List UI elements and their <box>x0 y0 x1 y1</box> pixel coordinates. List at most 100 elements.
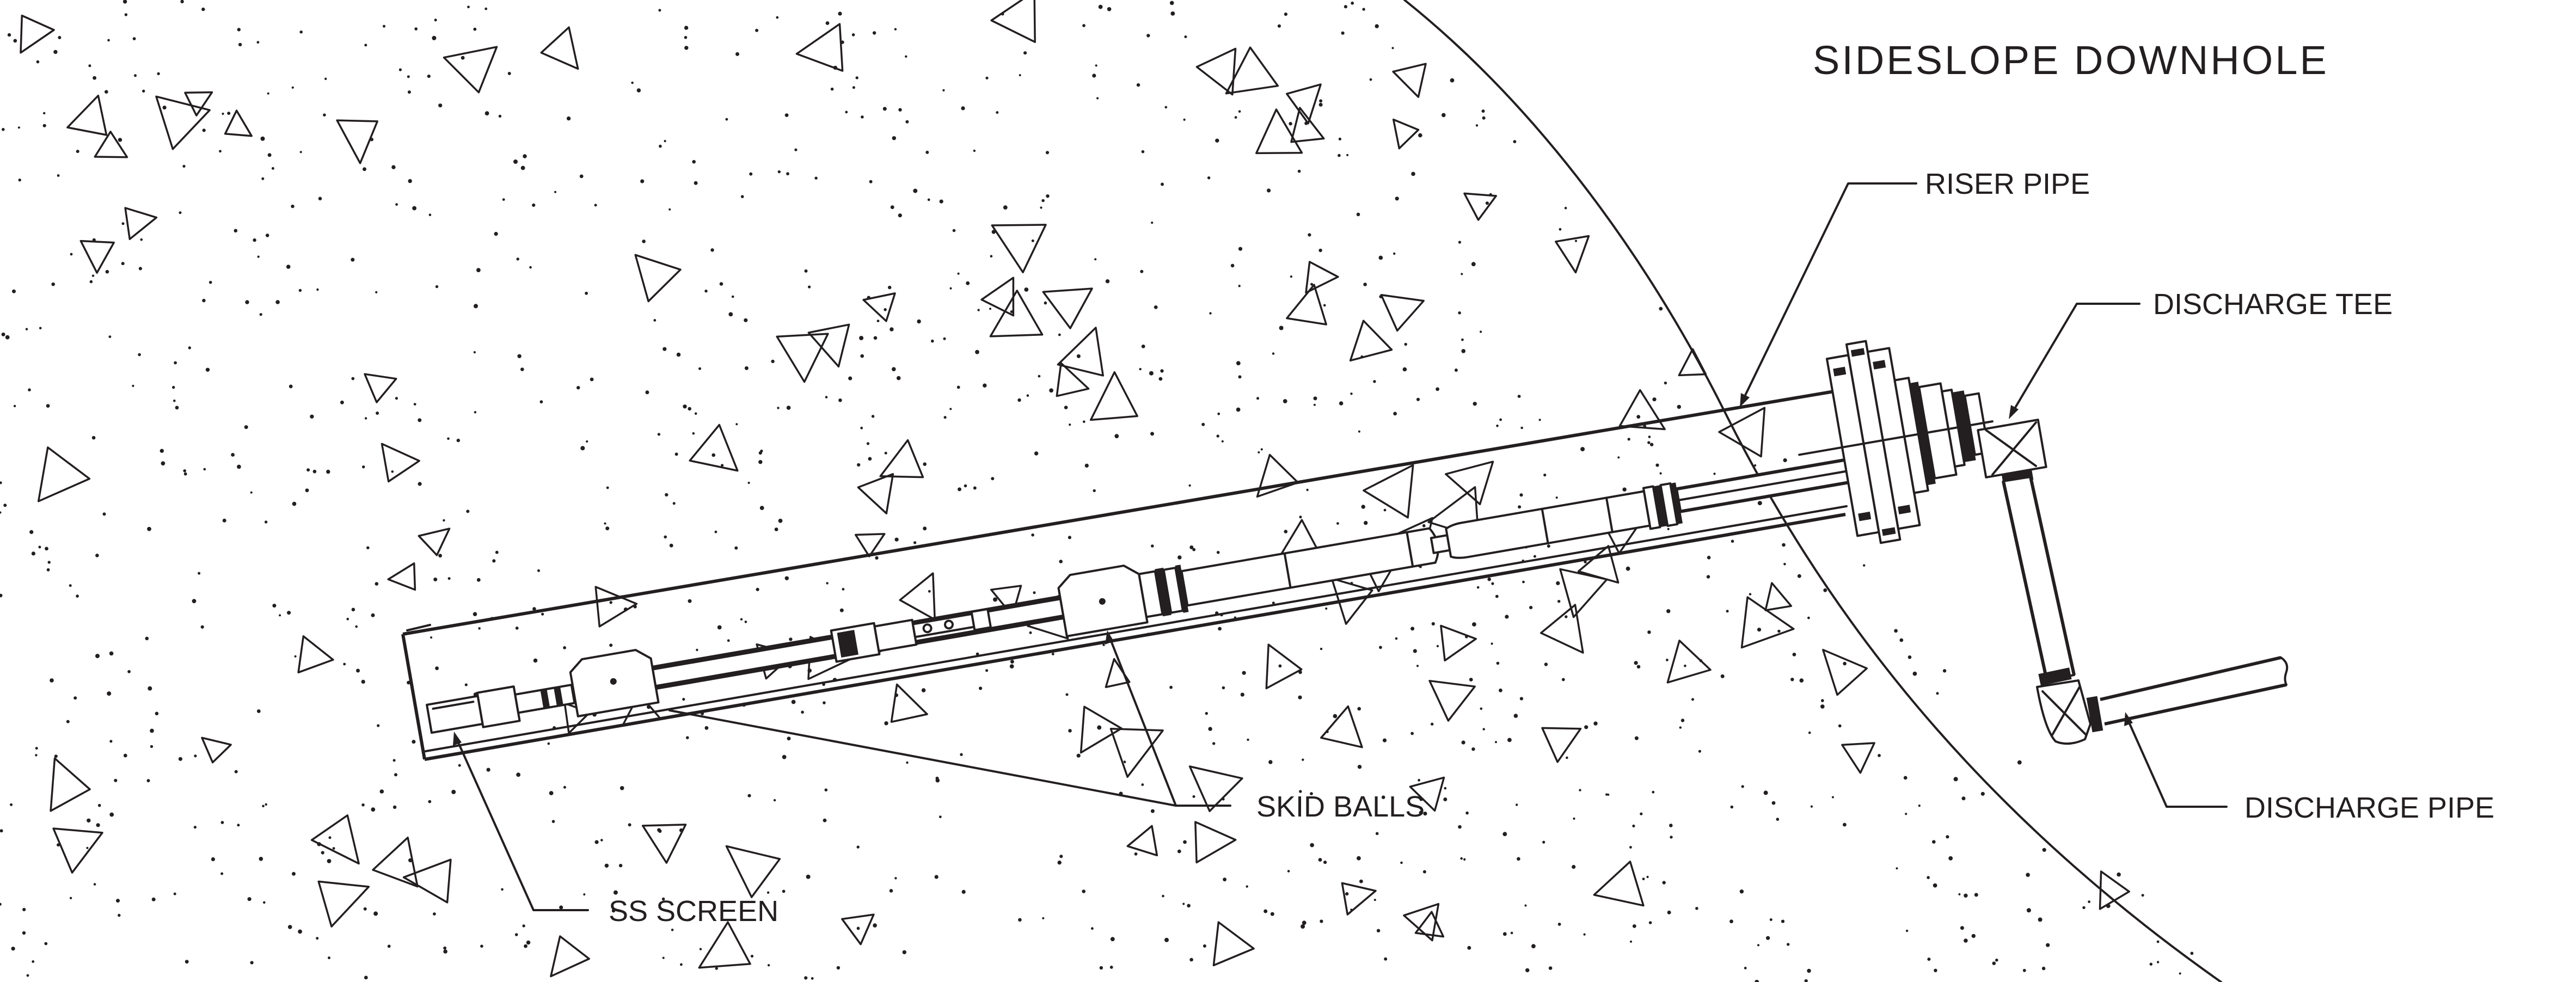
aggregate-dot <box>1162 894 1164 898</box>
aggregate-dot <box>680 963 683 966</box>
aggregate-dot <box>219 150 222 153</box>
aggregate-dot <box>428 213 432 217</box>
aggregate-dot <box>1642 877 1645 881</box>
aggregate-dot <box>220 872 224 875</box>
aggregate-dot <box>132 37 136 40</box>
aggregate-dot <box>1277 24 1281 28</box>
aggregate-dot <box>1458 825 1462 829</box>
aggregate-stone <box>1392 63 1427 98</box>
aggregate-dot <box>1543 474 1547 477</box>
aggregate-dot <box>351 377 355 380</box>
aggregate-dot <box>923 526 927 531</box>
aggregate-dot <box>495 550 499 554</box>
aggregate-stone <box>990 585 1022 617</box>
aggregate-dot <box>1189 545 1194 549</box>
aggregate-dot <box>1659 472 1662 475</box>
aggregate-dot <box>1373 899 1376 901</box>
aggregate-dot <box>1313 403 1316 406</box>
aggregate-dot <box>1485 201 1489 205</box>
aggregate-dot <box>684 46 689 50</box>
aggregate-dot <box>1912 671 1917 676</box>
aggregate-dot <box>287 925 292 929</box>
aggregate-dot <box>514 933 518 936</box>
aggregate-dot <box>116 899 120 903</box>
aggregate-dot <box>392 759 396 762</box>
aggregate-dot <box>107 39 110 42</box>
aggregate-dot <box>1416 665 1419 667</box>
aggregate-dot <box>1318 102 1323 107</box>
aggregate-dot <box>1 332 5 336</box>
aggregate-dot <box>1741 785 1744 788</box>
aggregate-stone <box>634 254 682 303</box>
aggregate-dot <box>1804 979 1808 982</box>
aggregate-dot <box>179 211 182 214</box>
aggregate-dot <box>134 74 137 77</box>
aggregate-dot <box>1444 787 1447 790</box>
aggregate-dot <box>1223 877 1227 882</box>
label-discharge-pipe: DISCHARGE PIPE <box>2244 791 2494 824</box>
aggregate-dot <box>260 136 265 141</box>
aggregate-dot <box>47 561 51 564</box>
aggregate-dot <box>532 607 536 611</box>
aggregate-dot <box>766 891 770 894</box>
aggregate-dot <box>594 840 599 844</box>
aggregate-dot <box>150 745 154 748</box>
aggregate-dot <box>1351 1 1354 5</box>
aggregate-dot <box>1471 262 1476 267</box>
aggregate-dot <box>1026 394 1029 397</box>
aggregate-dot <box>526 940 531 945</box>
aggregate-dot <box>435 666 439 671</box>
aggregate-dot <box>1260 448 1263 451</box>
aggregate-dot <box>579 174 584 179</box>
aggregate-dot <box>1463 858 1466 861</box>
aggregate-dot <box>529 266 532 269</box>
aggregate-dot <box>1517 857 1520 861</box>
aggregate-dot <box>861 115 864 119</box>
aggregate-dot <box>1256 397 1259 400</box>
aggregate-dot <box>109 740 113 743</box>
aggregate-dot <box>250 961 254 965</box>
aggregate-stone <box>1822 648 1868 696</box>
aggregate-stone <box>1718 407 1766 458</box>
aggregate-stone <box>1126 825 1158 857</box>
aggregate-stone <box>1256 453 1299 498</box>
aggregate-dot <box>973 486 977 490</box>
aggregate-dot <box>1863 564 1866 567</box>
aggregate-dot <box>1109 966 1113 969</box>
aggregate-dot <box>1461 338 1464 341</box>
aggregate-dot <box>1140 269 1144 273</box>
aggregate-dot <box>1918 805 1921 807</box>
aggregate-dot <box>1720 674 1725 678</box>
aggregate-dot <box>1299 515 1302 519</box>
aggregate-dot <box>1695 907 1698 910</box>
aggregate-dot <box>1964 893 1968 898</box>
aggregate-dot <box>327 859 332 863</box>
aggregate-dot <box>1810 805 1813 808</box>
aggregate-dot <box>433 912 436 916</box>
aggregate-dot <box>211 857 215 862</box>
aggregate-dot <box>25 328 28 330</box>
aggregate-dot <box>1216 551 1220 554</box>
aggregate-dot <box>492 559 496 563</box>
aggregate-dot <box>1059 560 1063 563</box>
aggregate-dot <box>776 16 779 19</box>
aggregate-dot <box>1820 704 1825 709</box>
aggregate-dot <box>1313 396 1317 401</box>
aggregate-dot <box>35 747 38 750</box>
aggregate-dot <box>237 824 240 827</box>
aggregate-dot <box>684 36 688 39</box>
aggregate-dot <box>559 905 563 910</box>
aggregate-dot <box>523 154 527 158</box>
aggregate-dot <box>1667 910 1671 915</box>
aggregate-dot <box>727 639 730 642</box>
aggregate-dot <box>1212 742 1216 745</box>
aggregate-dot <box>943 416 947 419</box>
aggregate-dot <box>256 41 260 44</box>
aggregate-dot <box>392 805 397 809</box>
aggregate-dot <box>884 451 887 455</box>
aggregate-dot <box>173 400 176 402</box>
aggregate-dot <box>1400 861 1403 864</box>
aggregate-dot <box>725 118 728 121</box>
aggregate-dot <box>383 24 385 28</box>
